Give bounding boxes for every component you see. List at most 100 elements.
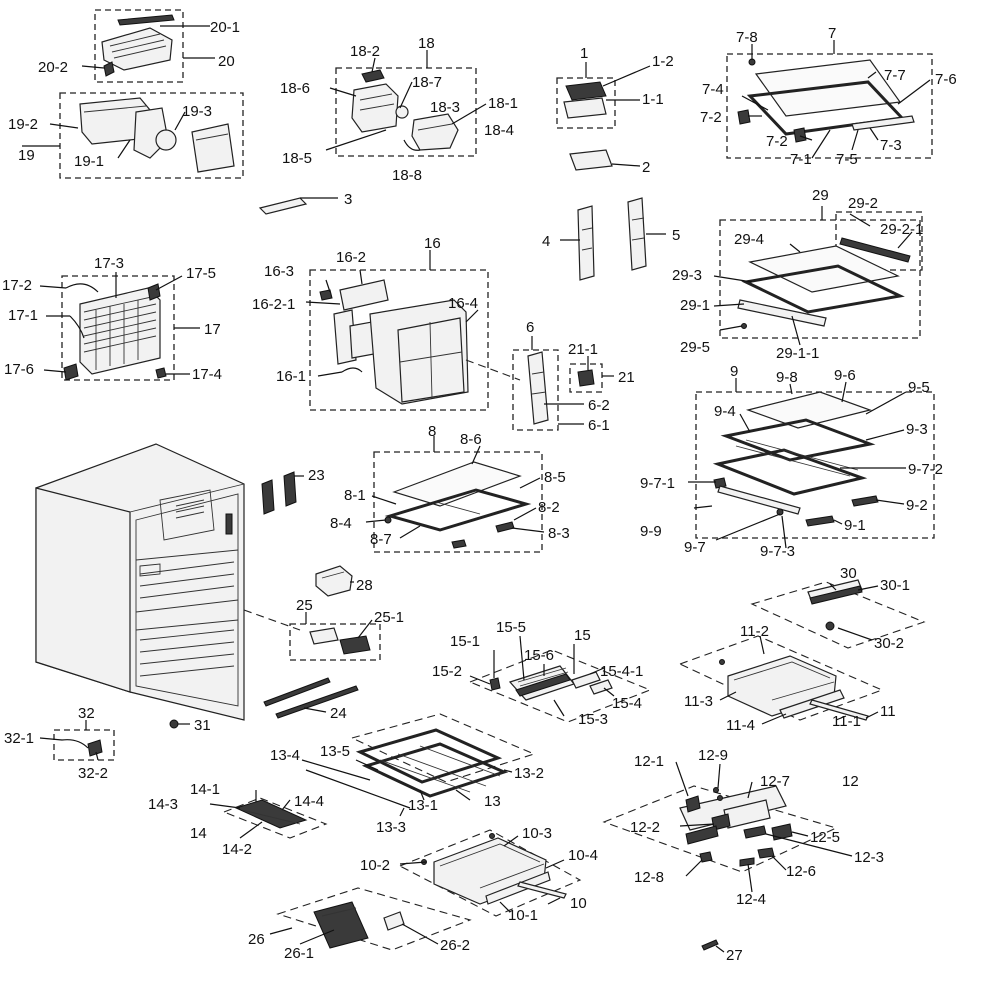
label-29-5: 29-5: [680, 339, 710, 356]
assembly-17: 17-2 17-3 17-5 17-1 17 17-6 17-4: [2, 255, 222, 383]
label-14: 14: [190, 825, 207, 842]
label-19-3: 19-3: [182, 103, 212, 120]
label-12-1: 12-1: [634, 753, 664, 770]
label-7-8: 7-8: [736, 29, 758, 46]
label-16-4: 16-4: [448, 295, 478, 312]
label-29-1-1: 29-1-1: [776, 345, 819, 362]
label-8-5: 8-5: [544, 469, 566, 486]
label-29-4: 29-4: [734, 231, 764, 248]
label-6-2: 6-2: [588, 397, 610, 414]
assembly-14: 14-1 14-3 14-4 14 14-2: [148, 781, 328, 858]
label-16: 16: [424, 235, 441, 252]
label-21: 21: [618, 369, 635, 386]
label-12: 12: [842, 773, 859, 790]
label-3: 3: [344, 191, 352, 208]
label-9-4: 9-4: [714, 403, 736, 420]
assembly-10: 10-3 10-2 10-4 10 10-1: [360, 825, 598, 924]
assembly-8: 8 8-6 8-5 8-1 8-2 8-4 8-3 8-7: [330, 423, 570, 553]
label-7-2-b: 7-2: [766, 133, 788, 150]
label-7-3: 7-3: [880, 137, 902, 154]
label-17-1: 17-1: [8, 307, 38, 324]
label-10: 10: [570, 895, 587, 912]
label-15-4: 15-4: [612, 695, 642, 712]
label-19-2: 19-2: [8, 116, 38, 133]
label-13-3: 13-3: [376, 819, 406, 836]
assembly-7: 7-8 7 7-7 7-6 7-4 7-2 7-2 7-3 7-1 7-5: [700, 25, 957, 168]
label-21-1: 21-1: [568, 341, 598, 358]
part-31: 31: [169, 717, 211, 734]
label-26-2: 26-2: [440, 937, 470, 954]
part-23: 23: [261, 467, 325, 515]
label-16-3: 16-3: [264, 263, 294, 280]
label-17-3: 17-3: [94, 255, 124, 272]
label-1-2: 1-2: [652, 53, 674, 70]
label-9: 9: [730, 363, 738, 380]
label-12-4: 12-4: [736, 891, 766, 908]
label-32: 32: [78, 705, 95, 722]
label-26: 26: [248, 931, 265, 948]
label-14-4: 14-4: [294, 793, 324, 810]
parts-4-5: 4 5: [542, 197, 680, 281]
part-17-evaporator: [79, 287, 161, 375]
label-30-1: 30-1: [880, 577, 910, 594]
label-10-4: 10-4: [568, 847, 598, 864]
part-28: 28: [315, 565, 373, 597]
label-11-1: 11-1: [832, 713, 861, 730]
label-9-2: 9-2: [906, 497, 928, 514]
label-32-1: 32-1: [4, 730, 34, 747]
label-18-3: 18-3: [430, 99, 460, 116]
label-10-2: 10-2: [360, 857, 390, 874]
label-15: 15: [574, 627, 591, 644]
label-9-1: 9-1: [844, 517, 866, 534]
label-15-3: 15-3: [578, 711, 608, 728]
label-14-1: 14-1: [190, 781, 220, 798]
label-7-6: 7-6: [935, 71, 957, 88]
label-20-2: 20-2: [38, 59, 68, 76]
label-18-4: 18-4: [484, 122, 514, 139]
label-12-2: 12-2: [630, 819, 660, 836]
label-8-7: 8-7: [370, 531, 392, 548]
label-12-5: 12-5: [810, 829, 840, 846]
label-18-7: 18-7: [412, 74, 442, 91]
assembly-25: 25 25-1: [243, 597, 404, 661]
label-17-2: 17-2: [2, 277, 32, 294]
part-27: 27: [701, 939, 743, 964]
label-9-8: 9-8: [776, 369, 798, 386]
label-13-1: 13-1: [408, 797, 438, 814]
label-9-3: 9-3: [906, 421, 928, 438]
label-7-7: 7-7: [884, 67, 906, 84]
label-12-6: 12-6: [786, 863, 816, 880]
label-19-1: 19-1: [74, 153, 104, 170]
label-18-1: 18-1: [488, 95, 518, 112]
label-20: 20: [218, 53, 235, 70]
label-32-2: 32-2: [78, 765, 108, 782]
label-6: 6: [526, 319, 534, 336]
assembly-13: 13-4 13-5 13-2 13-1 13 13-3: [270, 713, 544, 836]
label-16-2-1: 16-2-1: [252, 296, 295, 313]
label-15-1: 15-1: [450, 633, 480, 650]
label-31: 31: [194, 717, 211, 734]
label-5: 5: [672, 227, 680, 244]
label-4: 4: [542, 233, 550, 250]
label-14-2: 14-2: [222, 841, 252, 858]
assembly-15: 15-1 15-5 15 15-6 15-4-1 15-2 15-4 15-3: [432, 619, 652, 728]
label-14-3: 14-3: [148, 796, 178, 813]
assembly-30: 30 30-1 30-2: [750, 565, 926, 652]
label-12-3: 12-3: [854, 849, 884, 866]
assembly-16: 16-3 16-2 16 16-2-1 16-4 16-1: [252, 235, 521, 411]
label-17: 17: [204, 321, 221, 338]
label-11-2: 11-2: [740, 623, 769, 640]
label-6-1: 6-1: [588, 417, 610, 434]
label-10-1: 10-1: [508, 907, 538, 924]
assembly-12: 12-1 12-9 12-7 12 12-2 12-5 12-3 12-8 12…: [602, 747, 884, 908]
assembly-9: 9 9-8 9-6 9-5 9-4 9-3 9-7-2 9-7-1 9-2 9-…: [640, 363, 943, 560]
label-9-7-2: 9-7-2: [908, 461, 943, 478]
label-15-6: 15-6: [524, 647, 554, 664]
label-2: 2: [642, 159, 650, 176]
label-7-4: 7-4: [702, 81, 724, 98]
label-9-5: 9-5: [908, 379, 930, 396]
label-29-1: 29-1: [680, 297, 710, 314]
part-8-6-glass: [392, 461, 522, 507]
label-7-1: 7-1: [790, 151, 812, 168]
